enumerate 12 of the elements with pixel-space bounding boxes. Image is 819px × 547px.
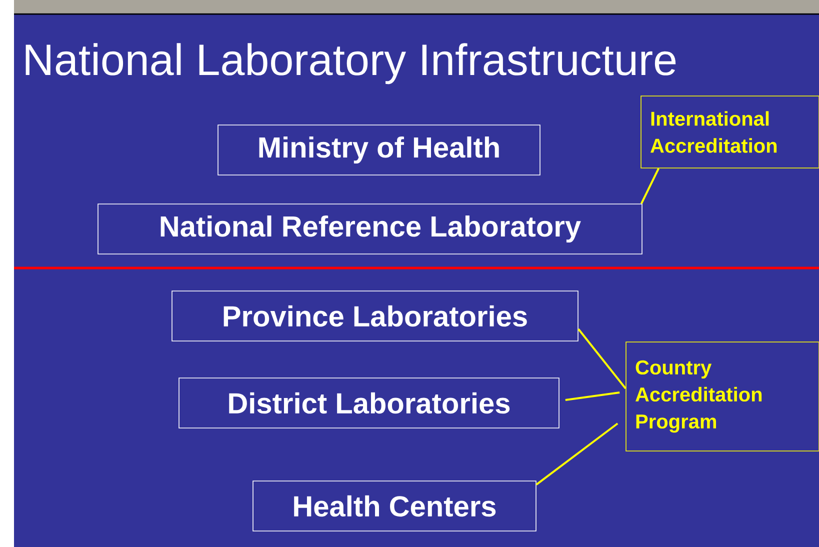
leader-line [640, 168, 660, 204]
title: National Laboratory Infrastructure [26, 43, 676, 84]
accreditation-box: International Accreditation [640, 96, 819, 168]
leader-line [578, 328, 626, 390]
level-box: District Laboratories [178, 378, 560, 428]
leader-line [565, 392, 620, 401]
level-box: Ministry of Health [218, 124, 540, 176]
level-box: National Reference Laboratory [98, 204, 642, 254]
leader-line [536, 422, 618, 486]
accreditation-box: Country Accreditation Program [626, 342, 819, 452]
level-box: Health Centers [252, 480, 536, 532]
level-box: Province Laboratories [172, 290, 578, 342]
